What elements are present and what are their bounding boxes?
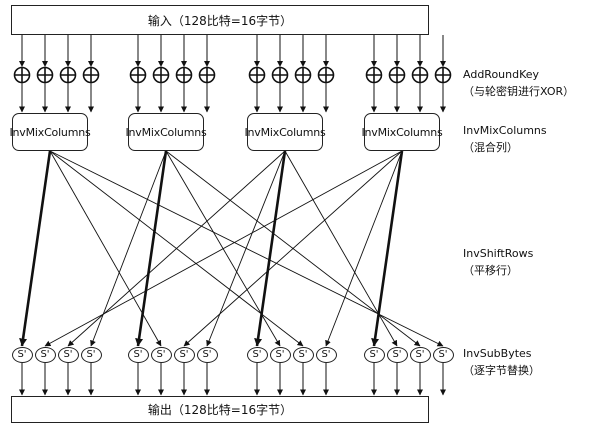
shift-rows-arrow [49,150,162,347]
sbox-label: S' [63,349,73,360]
sbox-label: S' [202,349,212,360]
xor-icon [198,66,216,84]
input-label: 输入（128比特=16字节） [147,13,293,28]
inv-sub-bytes-sbox: S' [196,347,218,363]
sbox-label: S' [17,349,27,360]
inv-sub-bytes-sbox: S' [432,347,454,363]
xor-icon [59,66,77,84]
label-inv-sub-bytes: InvSubBytes （逐字节替换） [463,345,540,379]
shift-rows-bold-arrow [371,150,404,347]
output-label: 输出（128比特=16字节） [147,403,293,417]
sbox-label: S' [252,349,262,360]
inv-sub-bytes-sbox: S' [127,347,149,363]
shift-rows-arrow [183,150,403,347]
inv-mix-columns-box-4: InvMixColumns [361,113,443,151]
add-round-key-title: AddRoundKey [463,68,540,81]
shift-rows-arrow [49,150,444,347]
inv-sub-bytes-sbox: S' [315,347,337,363]
connector-lines [19,35,446,396]
inv-sub-bytes-sbox: S' [34,347,56,363]
xor-icon [82,66,100,84]
label-inv-shift-rows: InvShiftRows （平移行） [463,245,533,279]
inv-sub-bytes-sbox: S' [150,347,172,363]
inv-sub-bytes-subtitle: （逐字节替换） [463,364,540,377]
shift-rows-arrow [284,150,398,347]
input-block: 输入（128比特=16字节） [11,5,429,35]
inv-sub-bytes-sbox: S' [386,347,408,363]
sbox-label: S' [179,349,189,360]
sbox-label: S' [392,349,402,360]
inv-sub-bytes-sbox: S' [409,347,431,363]
xor-icon [317,66,335,84]
xor-icon [129,66,147,84]
shift-rows-bold-arrow [135,150,168,347]
sbox-label: S' [156,349,166,360]
sbox-label: S' [415,349,425,360]
inv-sub-bytes-title: InvSubBytes [463,347,532,360]
inv-mix-columns-box-1: InvMixColumns [9,113,91,151]
xor-operators [13,66,452,84]
shift-rows-arrow [67,150,286,347]
xor-icon [365,66,383,84]
sbox-label: S' [275,349,285,360]
inv-sub-bytes-sbox: S' [173,347,195,363]
sbox-label: S' [438,349,448,360]
shift-rows-bold-arrow [254,150,287,347]
sbox-label: S' [321,349,331,360]
shift-rows-bold-arrow [19,150,52,347]
xor-icon [388,66,406,84]
sbox-label: S' [369,349,379,360]
shift-rows-arrow [44,150,403,347]
add-round-key-subtitle: （与轮密钥进行XOR） [463,85,575,98]
xor-icon [271,66,289,84]
inv-sub-bytes-sbox: S' [11,347,33,363]
inv-sub-bytes-sbox: S' [292,347,314,363]
inv-sub-bytes-sbox: S' [80,347,102,363]
xor-icon [248,66,266,84]
inv-mix-columns-title: InvMixColumns [463,124,547,137]
inv-mix-columns-box-3: InvMixColumns [244,113,326,151]
xor-icon [13,66,31,84]
xor-icon [411,66,429,84]
inv-mix-columns-label: InvMixColumns [9,125,91,139]
label-add-round-key: AddRoundKey （与轮密钥进行XOR） [463,66,574,100]
shift-rows-arrow [90,150,167,347]
xor-icon [294,66,312,84]
inv-sub-bytes-sbox: S' [57,347,79,363]
shift-rows-arrow [325,150,403,347]
inv-mix-columns-label: InvMixColumns [244,125,326,139]
xor-icon [434,66,452,84]
inv-mix-columns-label: InvMixColumns [361,125,443,139]
inv-shift-rows-title: InvShiftRows [463,247,534,260]
inv-mix-columns-label: InvMixColumns [125,125,207,139]
inv-sub-bytes-sbox: S' [269,347,291,363]
xor-icon [36,66,54,84]
inv-sub-bytes-sbox: S' [246,347,268,363]
inv-mix-columns-subtitle: （混合列） [463,141,518,154]
inv-shift-rows-subtitle: （平移行） [463,264,518,277]
inv-mix-columns-box-2: InvMixColumns [125,113,207,151]
sbox-label: S' [40,349,50,360]
sbox-label: S' [86,349,96,360]
xor-icon [175,66,193,84]
xor-icon [152,66,170,84]
output-block: 输出（128比特=16字节） [11,396,429,423]
sbox-label: S' [133,349,143,360]
label-inv-mix-columns: InvMixColumns （混合列） [463,122,547,156]
shift-rows-arrow [206,150,286,347]
inv-sub-bytes-sbox: S' [363,347,385,363]
sbox-label: S' [298,349,308,360]
